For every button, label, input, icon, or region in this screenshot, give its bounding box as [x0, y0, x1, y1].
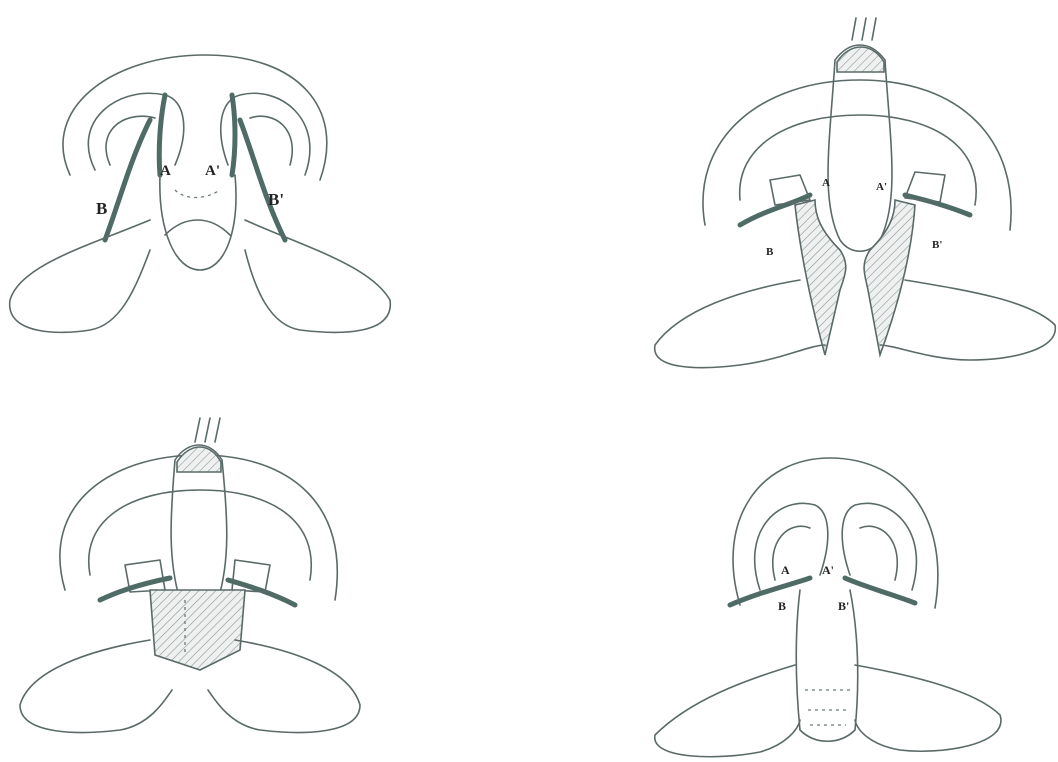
inner-arc-right-2 [860, 526, 897, 580]
wing-left [655, 280, 825, 368]
inner-arc-left [755, 503, 828, 590]
wing-left [655, 665, 800, 757]
wing-right [245, 220, 390, 332]
inner-arc-left-2 [773, 526, 810, 580]
label-b-prime: B' [838, 599, 849, 613]
body-left-hatched [795, 200, 846, 355]
panel-bottom-left [20, 418, 360, 732]
stitch-marks [805, 690, 850, 725]
flap-right [845, 578, 915, 603]
label-b: B [766, 246, 774, 258]
inner-arc-right-2 [250, 116, 292, 165]
body-right-hatched [864, 200, 915, 355]
tube [828, 45, 892, 251]
panel-top-right: A A' B B' [655, 18, 1056, 368]
label-b-prime: B' [932, 239, 942, 251]
label-b: B [778, 599, 786, 613]
body-hatched [150, 590, 245, 670]
panel-top-left: A A' B B' [10, 55, 391, 332]
wing-left [10, 220, 150, 332]
flap-right-thick [240, 120, 285, 240]
wing-right [855, 665, 1001, 751]
edge-right-thick [232, 95, 235, 175]
thread-marks [195, 418, 220, 442]
outer-arc [733, 458, 938, 608]
label-b: B [96, 199, 107, 218]
thread-marks [852, 18, 876, 40]
wing-right [880, 280, 1055, 360]
label-b-prime: B' [268, 190, 284, 209]
label-a-prime: A' [822, 563, 834, 577]
label-a: A [781, 563, 790, 577]
label-a: A [160, 163, 171, 179]
outer-arc [63, 55, 327, 180]
central-inner [165, 220, 230, 235]
label-a: A [822, 177, 830, 189]
middle-arc [740, 115, 976, 205]
label-a-prime: A' [876, 181, 887, 193]
wing-left [20, 640, 172, 732]
outer-arc [60, 455, 337, 600]
panel-bottom-right: A A' B B' [655, 458, 1001, 757]
central-loop [160, 175, 236, 270]
label-a-prime: A' [205, 163, 220, 179]
inner-arc-right [842, 503, 916, 590]
clip-left [770, 175, 810, 205]
stitch-marks [175, 190, 220, 198]
middle-arc [89, 490, 312, 580]
